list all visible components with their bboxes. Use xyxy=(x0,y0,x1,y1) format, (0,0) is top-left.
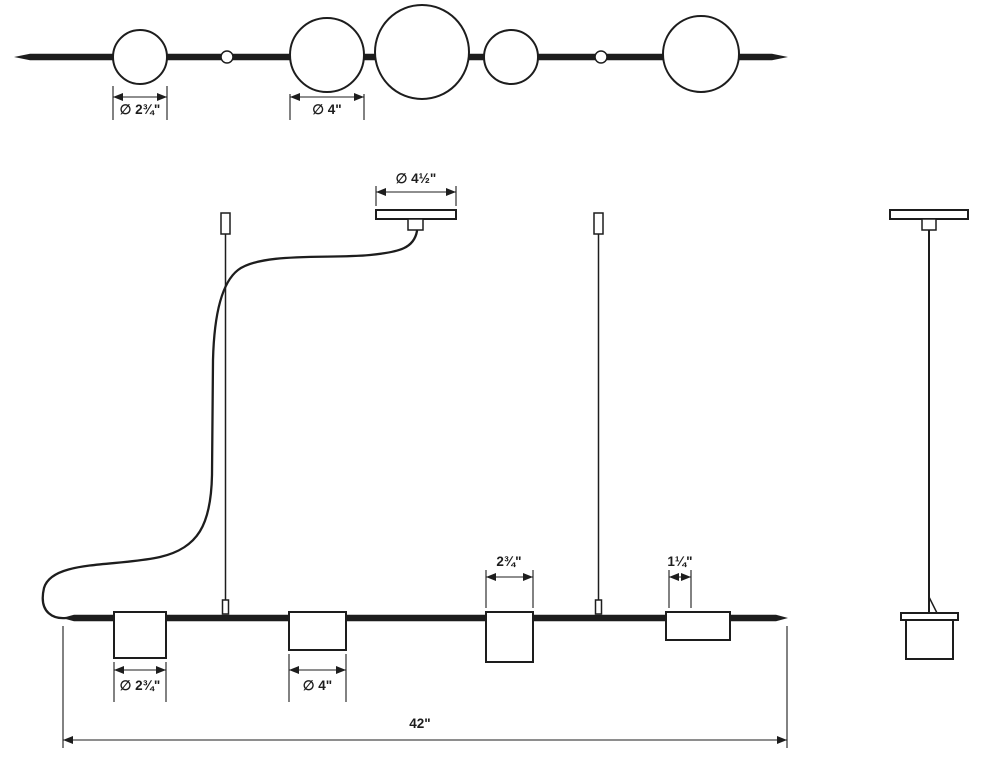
side-bar-end xyxy=(900,612,959,621)
dim-overall-width: 42" xyxy=(62,626,788,748)
cable-hanger xyxy=(593,212,604,235)
rod-connector-2 xyxy=(594,50,608,64)
globe-small-1 xyxy=(112,29,168,85)
cable-hanger xyxy=(220,212,231,235)
top-view: ∅ 2¾" ∅ 4" xyxy=(14,4,788,120)
side-cord-tick xyxy=(928,596,938,614)
dim-canopy: ∅ 4½" xyxy=(375,171,457,206)
shade-3 xyxy=(485,611,534,663)
canopy-nub xyxy=(407,218,424,231)
suspension-left xyxy=(220,212,231,615)
dim-label-globe-small: ∅ 2¾" xyxy=(120,102,161,117)
side-canopy-plate xyxy=(889,209,969,220)
dim-label-shade-4: 1¼" xyxy=(667,554,692,569)
canopy xyxy=(375,209,457,231)
cable-gripper xyxy=(594,599,603,615)
dim-label-shade-2: ∅ 4" xyxy=(303,678,332,693)
dim-label-overall: 42" xyxy=(409,716,430,731)
dim-label-canopy: ∅ 4½" xyxy=(396,171,437,186)
dim-shade-3: 2¾" xyxy=(485,554,534,608)
dim-top-globe-small: ∅ 2¾" xyxy=(112,86,168,120)
front-view: ∅ 4½" 2¾" xyxy=(41,171,788,748)
rod-connector-1 xyxy=(220,50,234,64)
side-shade xyxy=(905,619,954,660)
globe-small-2 xyxy=(483,29,539,85)
dim-shade-2: ∅ 4" xyxy=(288,654,347,702)
power-cord xyxy=(41,229,419,620)
globe-large-1 xyxy=(289,17,365,93)
shade-4 xyxy=(665,611,731,641)
cable-gripper xyxy=(221,599,230,615)
side-canopy-nub xyxy=(921,218,937,231)
shade-2 xyxy=(288,611,347,651)
fixture-bar xyxy=(62,614,788,622)
dim-shade-1: ∅ 2¾" xyxy=(113,662,167,702)
dim-top-globe-large: ∅ 4" xyxy=(289,93,365,120)
dim-label-shade-3: 2¾" xyxy=(496,554,521,569)
dim-label-globe-large: ∅ 4" xyxy=(312,102,341,117)
suspension-right xyxy=(593,212,604,615)
dim-shade-4: 1¼" xyxy=(667,554,693,608)
side-view xyxy=(889,209,969,660)
shade-1 xyxy=(113,611,167,659)
globe-xlarge xyxy=(374,4,470,100)
dim-label-shade-1: ∅ 2¾" xyxy=(120,678,161,693)
canopy-plate xyxy=(375,209,457,220)
globe-large-2 xyxy=(662,15,740,93)
